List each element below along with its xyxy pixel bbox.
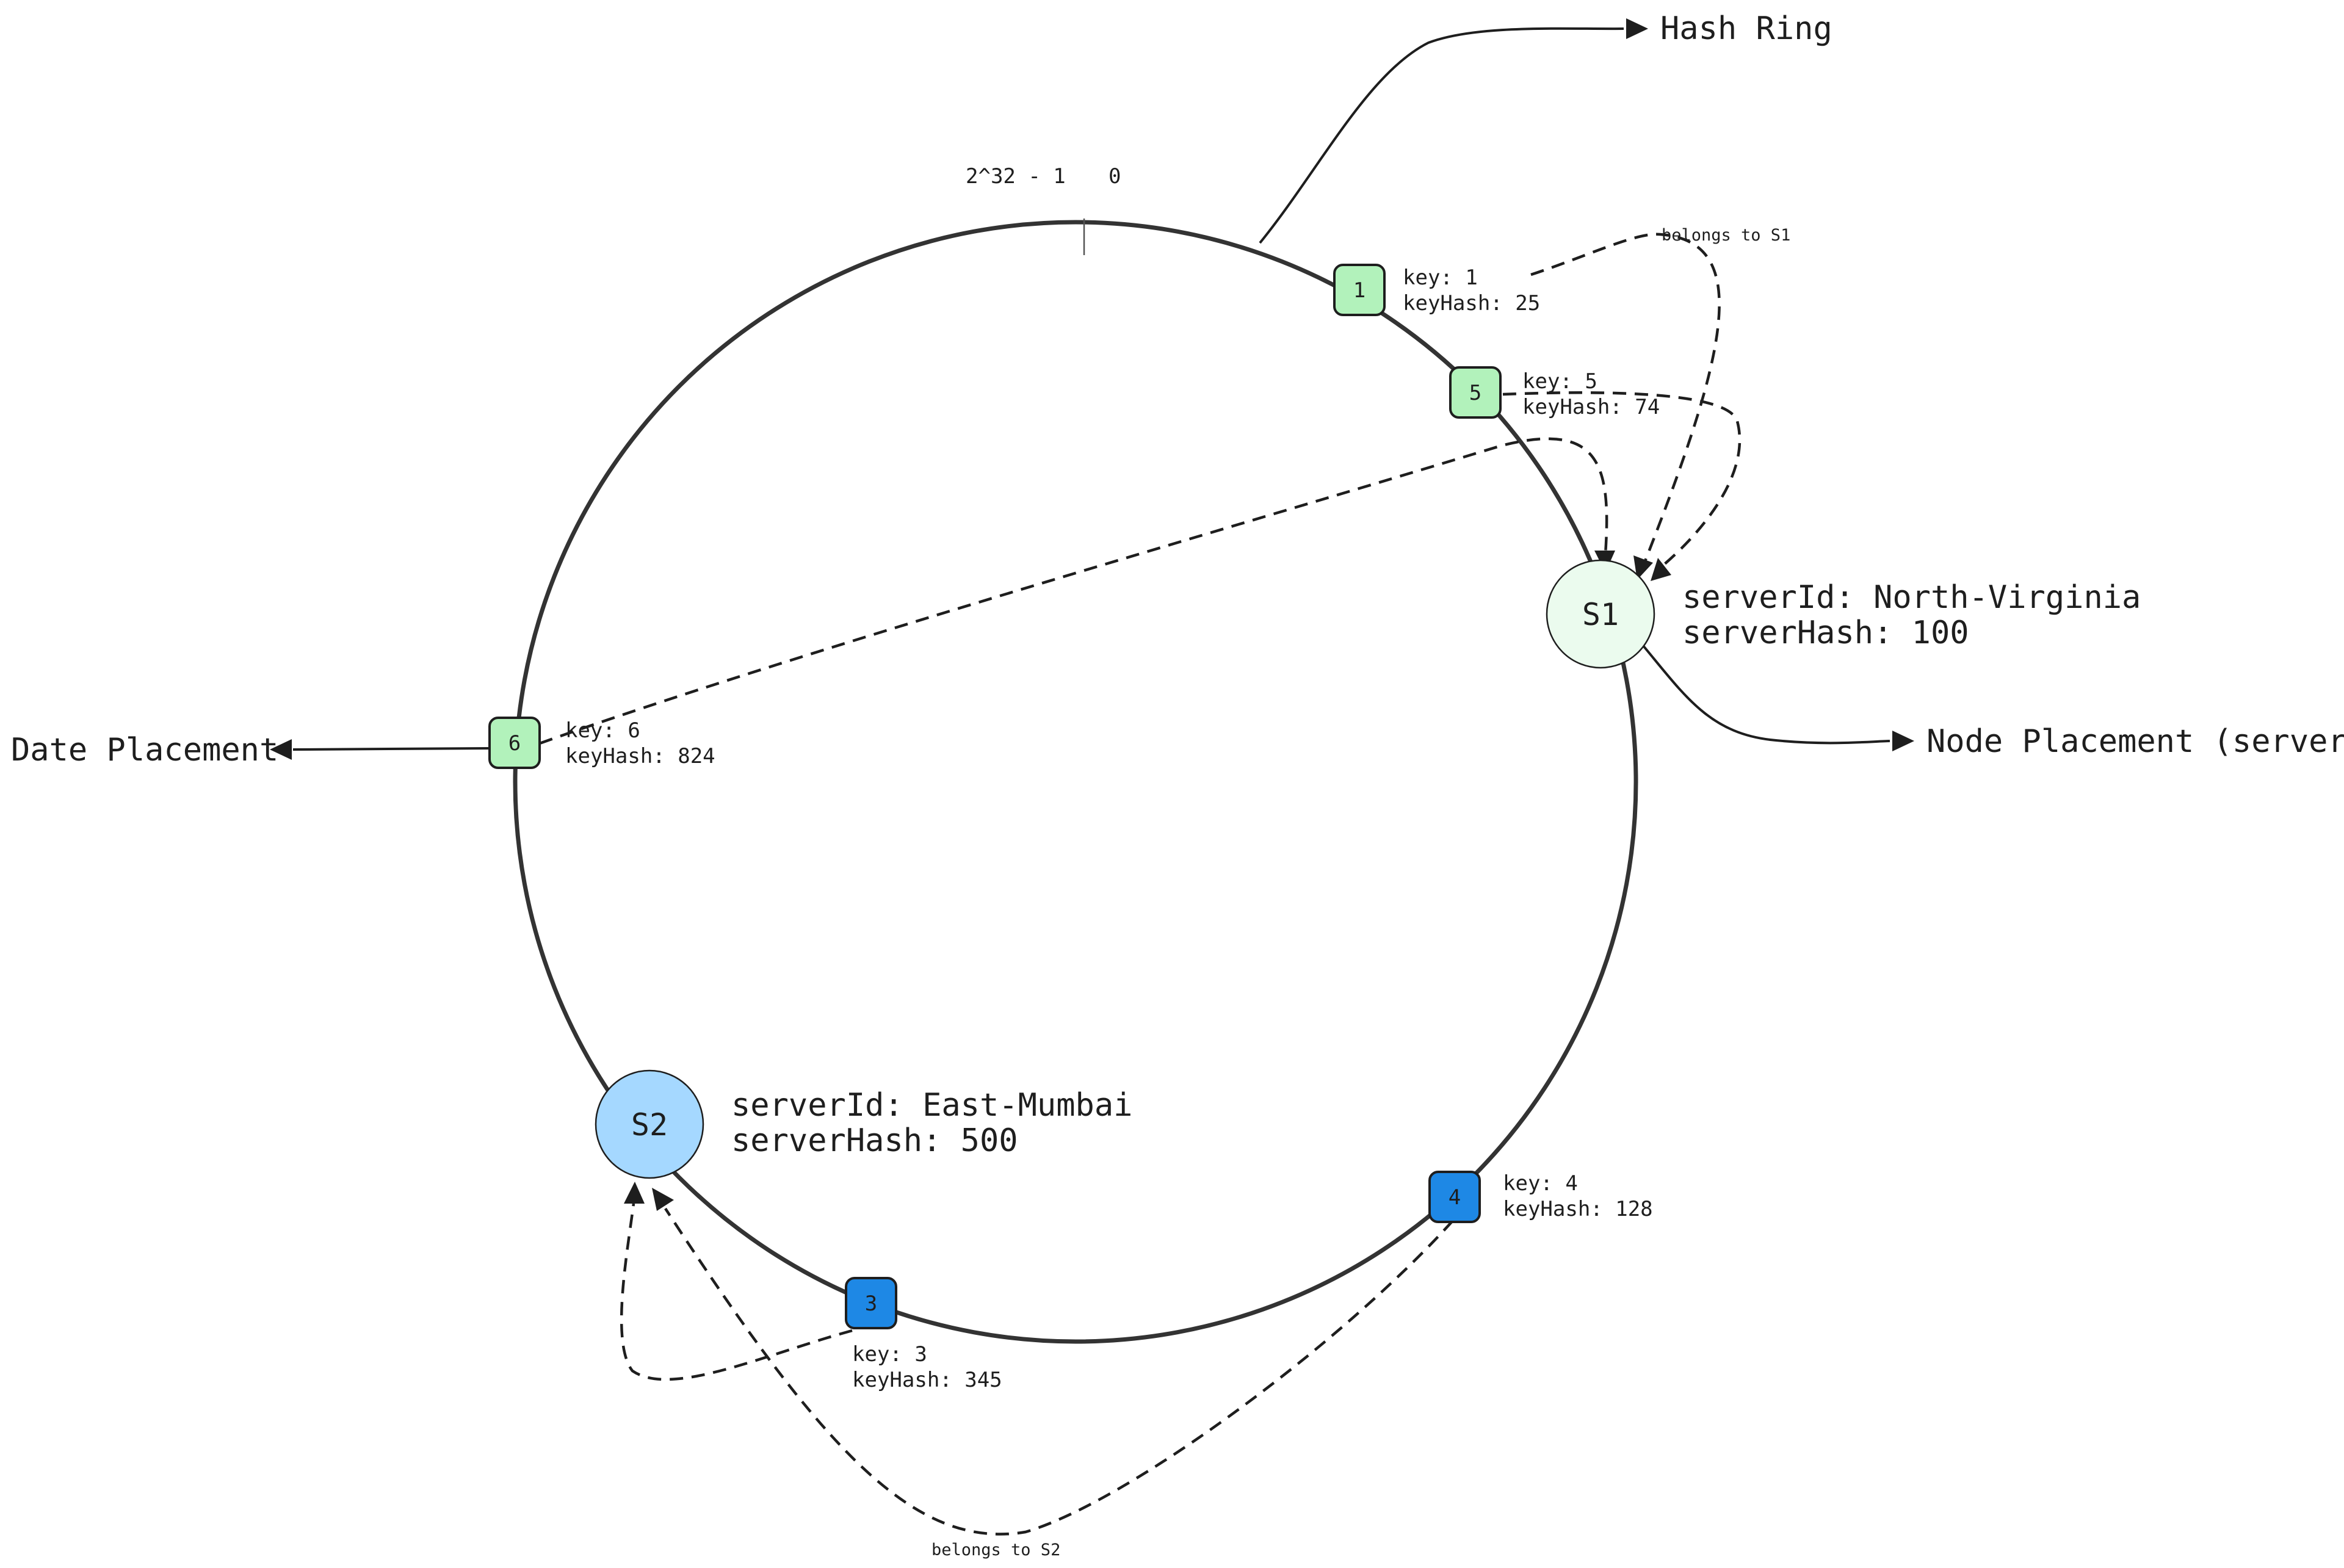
- key-3-box: [845, 1277, 897, 1329]
- hash-ring-pointer-arrow: [1259, 27, 1624, 244]
- key-1-label: 1: [1353, 278, 1366, 303]
- belongs-to-s2-annotation: belongs to S2: [931, 1541, 1060, 1559]
- k1-to-s1-dashed-arrow: [1530, 233, 1721, 563]
- hash-ring: [513, 220, 1638, 1344]
- server-s2-node: [595, 1069, 704, 1179]
- key-3-hash: keyHash: 345: [852, 1368, 1002, 1392]
- data-placement-pointer-arrow: [292, 747, 492, 751]
- node-placement-label: Node Placement (server): [1926, 723, 2344, 760]
- key-5-hash: keyHash: 74: [1522, 395, 1660, 419]
- key-5-name: key: 5: [1522, 369, 1597, 394]
- k3-to-s2-dashed-arrow: [620, 1203, 853, 1381]
- k5-to-s1-dashed-arrow: [1502, 391, 1742, 569]
- key-1-box: [1333, 264, 1386, 316]
- belongs-to-s1-annotation: belongs to S1: [1662, 226, 1790, 245]
- node-placement-pointer-arrowhead: [1892, 731, 1914, 751]
- server-s2-id: serverId: East-Mumbai: [731, 1087, 1132, 1124]
- ring-zero-label: 0: [1109, 164, 1121, 189]
- key-3-label: 3: [865, 1292, 877, 1316]
- key-1-name: key: 1: [1403, 266, 1478, 290]
- key-1-hash: keyHash: 25: [1403, 291, 1540, 316]
- data-placement-pointer-arrowhead: [270, 739, 292, 760]
- hash-ring-label: Hash Ring: [1660, 10, 1832, 47]
- key-5-box: [1449, 366, 1502, 419]
- k4-to-s2-dashed-arrow: [664, 1207, 1454, 1536]
- key-6-name: key: 6: [565, 718, 640, 743]
- k6-to-s1-dashed-arrow: [539, 437, 1608, 745]
- key-6-label: 6: [508, 731, 521, 756]
- k3-to-s2-arrowhead: [624, 1182, 645, 1204]
- k1-to-s1-arrowhead: [1633, 555, 1653, 580]
- server-s2-label: S2: [631, 1107, 668, 1143]
- server-s1-id: serverId: North-Virginia: [1682, 579, 2141, 616]
- server-s2-hash: serverHash: 500: [731, 1122, 1018, 1159]
- key-4-box: [1428, 1171, 1481, 1223]
- k4-to-s2-arrowhead: [652, 1188, 674, 1211]
- server-s1-hash: serverHash: 100: [1682, 615, 1969, 651]
- key-4-name: key: 4: [1503, 1171, 1578, 1196]
- server-s1-node: [1546, 559, 1655, 669]
- key-3-name: key: 3: [852, 1342, 927, 1367]
- server-s1-label: S1: [1582, 597, 1619, 632]
- node-placement-pointer-arrow: [1642, 645, 1890, 745]
- key-5-label: 5: [1469, 381, 1481, 405]
- data-placement-label: Date Placement: [11, 732, 278, 768]
- key-4-label: 4: [1449, 1185, 1461, 1210]
- key-6-hash: keyHash: 824: [565, 744, 715, 768]
- key-6-box: [488, 717, 541, 769]
- ring-max-label: 2^32 - 1: [966, 164, 1066, 189]
- hash-ring-pointer-arrowhead: [1626, 18, 1648, 39]
- k5-to-s1-arrowhead: [1651, 558, 1671, 581]
- key-4-hash: keyHash: 128: [1503, 1197, 1653, 1221]
